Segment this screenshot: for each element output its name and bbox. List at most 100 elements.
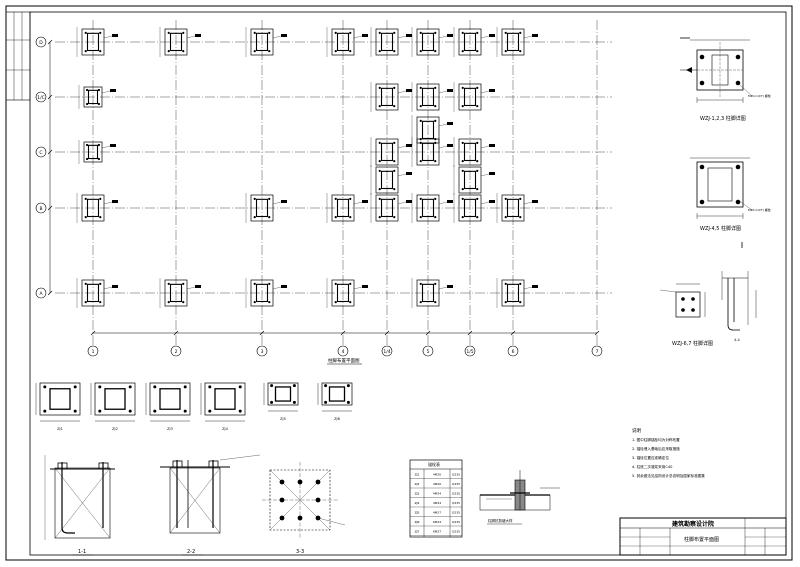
svg-text:M20-C(CT) 螺栓: M20-C(CT) 螺栓 bbox=[748, 207, 771, 212]
section-bolt bbox=[208, 409, 212, 413]
anchor-bolt bbox=[434, 216, 437, 219]
base-plate bbox=[81, 194, 105, 222]
leader bbox=[480, 201, 490, 205]
section-plate bbox=[149, 382, 191, 416]
anchor-bolt bbox=[393, 169, 396, 172]
anchor-bolt bbox=[349, 301, 352, 304]
dimension-tick bbox=[47, 94, 53, 100]
column-base bbox=[159, 278, 201, 308]
anchor-bolt bbox=[476, 86, 479, 89]
small-section-label: ZJ1 bbox=[57, 427, 63, 431]
anchor-bolt bbox=[461, 86, 464, 89]
section-bolt bbox=[208, 385, 212, 389]
small-section: ZJ3 bbox=[145, 382, 191, 431]
column-section bbox=[421, 120, 435, 140]
anchor-bolt bbox=[378, 50, 381, 53]
column-base bbox=[76, 27, 118, 57]
section-bolt bbox=[128, 409, 132, 413]
anchor-bolt bbox=[476, 197, 479, 200]
column-base bbox=[411, 27, 453, 57]
anchor-bolt bbox=[476, 188, 479, 191]
shear-key-detail: 柱脚抗剪键大样 bbox=[479, 470, 560, 525]
anchor-bolt bbox=[99, 31, 102, 34]
section-bolt bbox=[98, 409, 102, 413]
leader bbox=[523, 286, 533, 290]
note-item: 1. 图中柱脚锚栓均为对称布置 bbox=[632, 437, 680, 442]
leader bbox=[480, 173, 490, 177]
leader bbox=[438, 35, 448, 39]
column-section bbox=[380, 142, 394, 162]
anchor-bolt bbox=[378, 188, 381, 191]
anchor-bolt bbox=[253, 216, 256, 219]
leader bbox=[438, 286, 448, 290]
column-axis-bubble bbox=[337, 345, 349, 357]
section-bolt bbox=[128, 385, 132, 389]
section-bolt bbox=[324, 384, 328, 388]
row-axis-label: D bbox=[39, 40, 43, 46]
leader bbox=[101, 90, 111, 94]
base-plate bbox=[81, 279, 105, 307]
leader bbox=[186, 35, 196, 39]
anchor-bolt bbox=[461, 141, 464, 144]
leader bbox=[523, 35, 533, 39]
anchor-bolt bbox=[253, 282, 256, 285]
row-axis-label: C bbox=[39, 150, 42, 156]
anchor-bolt bbox=[167, 31, 170, 34]
row-axis-bubble bbox=[35, 287, 47, 299]
base-plate bbox=[458, 28, 482, 56]
small-section-label: ZJ3 bbox=[167, 427, 173, 431]
leader bbox=[103, 286, 113, 290]
column-base bbox=[326, 193, 368, 223]
dimension-tick bbox=[259, 330, 265, 336]
anchor-bolt bbox=[84, 282, 87, 285]
anchor-bolt bbox=[519, 50, 522, 53]
leader bbox=[272, 286, 282, 290]
column-section bbox=[463, 32, 477, 52]
anchor-bolt bbox=[99, 282, 102, 285]
base-plate bbox=[375, 28, 399, 56]
tag-mark bbox=[447, 89, 453, 92]
anchor-bolt bbox=[419, 31, 422, 34]
cut2-label: 2-2 bbox=[187, 549, 195, 555]
anchor-bolt bbox=[461, 160, 464, 163]
section-bolt bbox=[346, 400, 350, 404]
small-section-label: ZJ4 bbox=[222, 427, 228, 431]
schedule-cell: Q235 bbox=[452, 501, 460, 505]
leader bbox=[353, 201, 363, 205]
base-plate bbox=[501, 194, 525, 222]
column-axis-bubble bbox=[87, 345, 99, 357]
column-section bbox=[380, 198, 394, 218]
shear-key-title: 柱脚抗剪键大样 bbox=[488, 518, 513, 523]
dimension-tick bbox=[425, 330, 431, 336]
anchor-bolt bbox=[393, 86, 396, 89]
anchor-bolt bbox=[334, 301, 337, 304]
title-company: 建筑勘察设计院 bbox=[672, 520, 714, 528]
leader bbox=[101, 145, 111, 149]
anchor-bolt bbox=[167, 50, 170, 53]
leader bbox=[397, 173, 407, 177]
leader bbox=[397, 201, 407, 205]
anchor-bolt bbox=[504, 301, 507, 304]
base-plate bbox=[458, 194, 482, 222]
anchor-bolt bbox=[419, 216, 422, 219]
anchor-bolt bbox=[84, 50, 87, 53]
tag-mark bbox=[362, 200, 368, 203]
column-base bbox=[411, 193, 453, 223]
leader bbox=[272, 201, 282, 205]
section-bolt bbox=[73, 409, 77, 413]
small-section-label: ZJ5 bbox=[280, 417, 286, 421]
anchor-bolt bbox=[461, 169, 464, 172]
schedule-cell: ZJ1 bbox=[415, 473, 420, 477]
tag-mark bbox=[489, 89, 495, 92]
leader bbox=[480, 145, 490, 149]
column-axis-label: 2 bbox=[175, 349, 178, 355]
schedule-cell: ZJ4 bbox=[415, 501, 420, 505]
section-bolt bbox=[153, 385, 157, 389]
anchor-bolt bbox=[268, 197, 271, 200]
anchor-bolt bbox=[167, 282, 170, 285]
anchor-bolt bbox=[268, 216, 271, 219]
detail-wzj-67: 4-4 WZJ-6,7 柱脚详图 bbox=[659, 242, 757, 347]
base-plate bbox=[331, 194, 355, 222]
